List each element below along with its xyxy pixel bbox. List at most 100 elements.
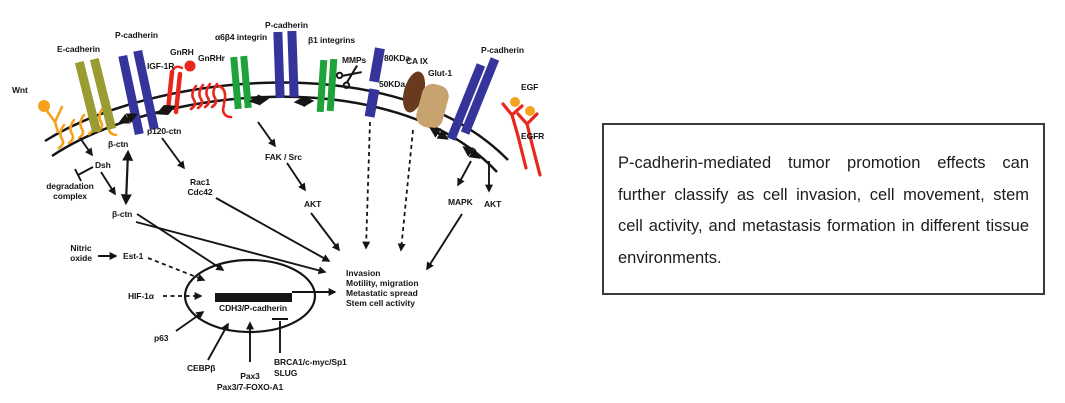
gnrh-dot: [184, 60, 196, 72]
scissors-handle: [335, 71, 344, 80]
bar: [133, 49, 159, 131]
bar: [89, 57, 117, 131]
label-degradation-complex: degradation complex: [46, 181, 94, 201]
label-p-cadherin-right: P-cadherin: [481, 45, 524, 55]
cdh3-gene-bar: [215, 293, 292, 302]
wnt-receptor: [38, 100, 118, 150]
label-wnt: Wnt: [12, 85, 28, 95]
signal-arrows-dashed: [147, 121, 414, 300]
scissors-blades: [342, 65, 362, 83]
bar: [460, 57, 500, 135]
igf1r-fork: [170, 65, 184, 74]
dashed-arrow-est1-to-nucleus: [147, 257, 206, 282]
arrow-p120-to-rac1: [161, 137, 185, 170]
label-est1: Est-1: [123, 251, 144, 261]
label-gnrh: GnRH: [170, 47, 194, 57]
label-ca-ix: CA IX: [406, 56, 428, 66]
egfr-unit: [501, 102, 528, 170]
b1-integrins-receptor: [316, 58, 338, 113]
label-nitric-oxide: Nitric oxide: [70, 243, 92, 263]
arrow-bctn-to-nucleus: [136, 213, 225, 271]
arrow-bctn-to-outcomes: [135, 221, 327, 275]
arrow-wnt-to-dsh: [79, 137, 93, 157]
bar: [74, 60, 102, 134]
label-a6b4-integrin: α6β4 integrin: [215, 32, 268, 42]
label-b-ctn: β-ctn: [112, 209, 133, 219]
egfr-unit: [516, 112, 542, 177]
label-mapk: MAPK: [448, 197, 473, 207]
dashed-arrow-50kda-to-outcomes: [362, 121, 371, 250]
a6b4-integrin-receptor: [230, 55, 252, 110]
label-b1-integrins: β1 integrins: [308, 35, 355, 45]
label-brca1: BRCA1/c-myc/Sp1: [274, 357, 347, 367]
cleaved-p-cadherin-fragments: [364, 47, 385, 118]
arrow-egfr-to-mapk: [457, 160, 472, 187]
dashed-arrow-caix-to-outcomes: [397, 129, 414, 252]
scissors-icon: [335, 65, 362, 89]
crosstalk-arrow: [429, 127, 449, 140]
label-cdh3-gene: CDH3/P-cadherin: [219, 303, 287, 313]
b-ctn-shuttle-arrow: [120, 149, 134, 206]
scissors-handle: [342, 81, 351, 89]
bar: [230, 56, 242, 110]
p-cadherin-mid-receptor: [273, 30, 299, 99]
label-fak-src: FAK / Src: [265, 152, 302, 162]
tbar-brca1-to-gene: [272, 318, 288, 353]
label-p63: p63: [154, 333, 169, 343]
outcome-stem-cell-activity: Stem cell activity: [346, 298, 415, 308]
outcome-motility: Motility, migration: [346, 278, 419, 288]
label-p-cadherin-mid: P-cadherin: [265, 20, 308, 30]
gnrh-ligand: [184, 60, 196, 72]
gnrhr-coil: [189, 82, 219, 111]
caption-text: P-cadherin-mediated tumor promotion effe…: [618, 154, 1029, 267]
crosstalk-arrow: [155, 104, 177, 116]
wnt-receptor-coil: [57, 106, 105, 150]
arrow-akt-to-outcomes: [310, 212, 340, 252]
label-egfr: EGFR: [521, 131, 545, 141]
label-slug: SLUG: [274, 368, 298, 378]
fragment-80kda-bar: [369, 47, 385, 83]
label-b-ctn-membrane: β-ctn: [108, 139, 129, 149]
tbar-dsh-to-degradation: [74, 166, 94, 182]
crosstalk-arrow: [118, 113, 138, 124]
wnt-receptor-fork: [45, 105, 64, 134]
arrow-p63-to-nucleus: [175, 311, 205, 332]
arrow-cebpb-to-nucleus: [207, 322, 229, 361]
label-mmps: MMPs: [342, 55, 367, 65]
label-cdc42: Cdc42: [187, 187, 213, 197]
glut1-protein: [416, 83, 449, 129]
arrow-dsh-to-bctn: [100, 171, 116, 196]
label-cebpb: CEBPβ: [187, 363, 216, 373]
bar: [240, 55, 252, 109]
label-egf: EGF: [521, 82, 539, 92]
gnrhr-receptor: [189, 82, 233, 119]
egfr-receptor: [501, 102, 542, 177]
label-p120-ctn: p120-ctn: [147, 126, 182, 136]
bar: [446, 63, 486, 141]
e-cadherin-receptor: [74, 57, 117, 134]
label-hif1a: HIF-1α: [128, 291, 154, 301]
signal-arrows-solid: [79, 121, 493, 362]
outcome-invasion: Invasion: [346, 268, 381, 278]
label-50kda: 50KDa: [379, 79, 405, 89]
label-igf1r: IGF-1R: [147, 61, 175, 71]
crosstalk-arrow: [293, 95, 315, 108]
label-p-cadherin-left: P-cadherin: [115, 30, 158, 40]
crosstalk-arrow: [462, 146, 481, 159]
arrow-rac1-to-outcomes: [215, 197, 331, 262]
arrow-membrane-to-fak: [257, 121, 276, 148]
arrow-fak-to-akt: [286, 162, 306, 192]
egf-dot: [510, 97, 520, 107]
label-e-cadherin: E-cadherin: [57, 44, 100, 54]
label-akt-right: AKT: [484, 199, 502, 209]
igf1r-stems: [165, 69, 183, 115]
membrane-crosstalk-arrows: [118, 94, 481, 206]
bar: [273, 31, 285, 99]
arrow-mapk-to-outcomes: [426, 213, 463, 271]
outcomes-list: Invasion Motility, migration Metastatic …: [346, 268, 419, 308]
igf1r-receptor: [165, 65, 184, 115]
label-pax37-foxo: Pax3/7-FOXO-A1: [216, 382, 284, 392]
label-akt-left: AKT: [304, 199, 322, 209]
